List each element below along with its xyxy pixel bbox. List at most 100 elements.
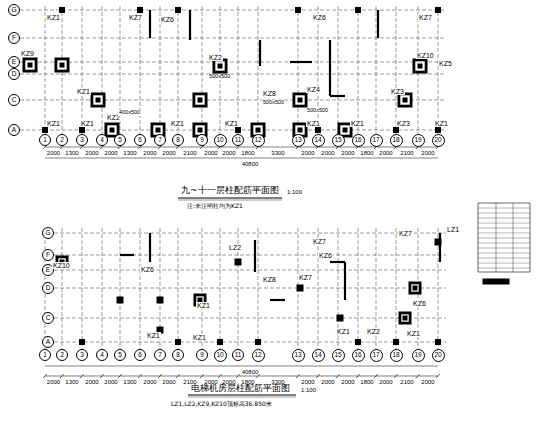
drawing-line — [478, 268, 530, 269]
dimension: 1300 — [122, 379, 137, 385]
dimension: 2000 — [320, 150, 335, 156]
drawing-line — [254, 240, 256, 272]
axis-label: E — [12, 59, 16, 66]
drawing-line — [188, 395, 296, 396]
axis-bubble: C — [8, 94, 20, 106]
drawing-line — [478, 238, 530, 239]
axis-label: 1 — [43, 137, 47, 144]
drawing-line — [298, 6, 299, 134]
column-section — [356, 8, 361, 13]
column-section — [398, 93, 412, 107]
drawing-line — [344, 262, 346, 300]
drawing-line — [478, 272, 530, 273]
drawing-line — [478, 248, 530, 249]
axis-bubble: 20 — [432, 134, 445, 147]
drawing-line — [356, 374, 360, 378]
callout-label: KZ6 — [160, 16, 175, 23]
axis-bubble: 4 — [96, 349, 108, 361]
drawing-line — [45, 158, 438, 159]
dimension: 2000 — [300, 379, 315, 385]
column-section — [298, 128, 302, 132]
callout-label: KZ2 — [208, 54, 223, 61]
column-section — [80, 128, 85, 133]
column-section — [399, 312, 411, 324]
callout-label: KZ1 — [76, 88, 91, 95]
axis-bubble: A — [8, 124, 20, 136]
column-section — [198, 128, 202, 132]
dimension: 2000 — [142, 379, 157, 385]
callout-label: KZ1 — [170, 120, 185, 127]
axis-label: 6 — [138, 352, 142, 359]
axis-bubble: C — [42, 312, 54, 324]
drawing-line — [478, 223, 530, 224]
axis-bubble: 10 — [214, 134, 227, 147]
callout-label: KZ7 — [312, 238, 327, 245]
axis-bubble: F — [42, 249, 54, 261]
column-section — [96, 98, 100, 102]
dimension: 2000 — [420, 150, 435, 156]
drawing-line — [316, 374, 320, 378]
axis-label: 19 — [414, 352, 421, 359]
axis-bubble: 17 — [370, 134, 383, 147]
drawing-line — [120, 254, 134, 256]
drawing-line — [478, 263, 530, 264]
drawing-line — [376, 6, 377, 134]
dimension: 1300 — [64, 379, 79, 385]
drawing-line — [220, 228, 221, 349]
callout-label: KZ6 — [140, 266, 155, 273]
drawing-line — [102, 6, 103, 134]
callout-label: KZ7 — [398, 230, 413, 237]
drawing-line — [43, 374, 47, 378]
dimension: 2000 — [46, 379, 61, 385]
column-section — [436, 128, 441, 133]
column-section — [401, 314, 409, 322]
drawing-line — [20, 10, 446, 11]
drawing-line — [318, 6, 319, 134]
axis-bubble: G — [42, 227, 54, 239]
column-section — [413, 286, 417, 290]
drawing-line — [439, 233, 441, 262]
column-section — [195, 95, 205, 105]
column-section — [298, 98, 302, 102]
drawing-line — [338, 6, 339, 134]
column-section — [91, 93, 105, 107]
dimension: 2000 — [103, 150, 118, 156]
axis-label: A — [12, 127, 16, 134]
axis-label: F — [12, 35, 16, 42]
drawing-line — [238, 6, 239, 134]
drawing-line — [478, 258, 530, 259]
column-section — [198, 98, 202, 102]
drawing-line — [270, 299, 285, 301]
axis-bubble: 9 — [196, 134, 208, 146]
axis-label: 5 — [118, 137, 122, 144]
axis-label: 17 — [372, 137, 379, 144]
axis-bubble: 7 — [154, 349, 166, 361]
axis-label: 13 — [294, 352, 301, 359]
drawing-line — [478, 203, 479, 272]
axis-label: 14 — [314, 352, 321, 359]
column-section — [117, 297, 123, 303]
drawing-line — [20, 74, 446, 75]
drawing-line — [496, 203, 497, 272]
callout-label: KZ1 — [350, 120, 365, 127]
axis-bubble: 18 — [390, 349, 403, 362]
axis-label: 2 — [60, 137, 64, 144]
dimension: 2000 — [46, 150, 61, 156]
drawing-line — [394, 374, 398, 378]
dimension: 1800 — [359, 379, 374, 385]
column-section — [403, 316, 407, 320]
dimension: 2000 — [161, 150, 176, 156]
axis-label: D — [12, 71, 17, 78]
column-section — [356, 340, 361, 345]
drawing-line — [258, 228, 259, 349]
plan-note: 注:未注明柱均为KZ1 — [186, 203, 244, 209]
callout-label: KZ1 — [146, 332, 161, 339]
axis-label: 11 — [235, 352, 242, 359]
drawing-line — [202, 6, 203, 134]
axis-bubble: 6 — [134, 349, 146, 361]
callout-label: KZ3 — [396, 120, 411, 127]
column-section — [57, 60, 67, 70]
axis-label: 7 — [158, 352, 162, 359]
axis-bubble: 13 — [292, 134, 305, 147]
callout-label: KZ6 — [412, 300, 427, 307]
